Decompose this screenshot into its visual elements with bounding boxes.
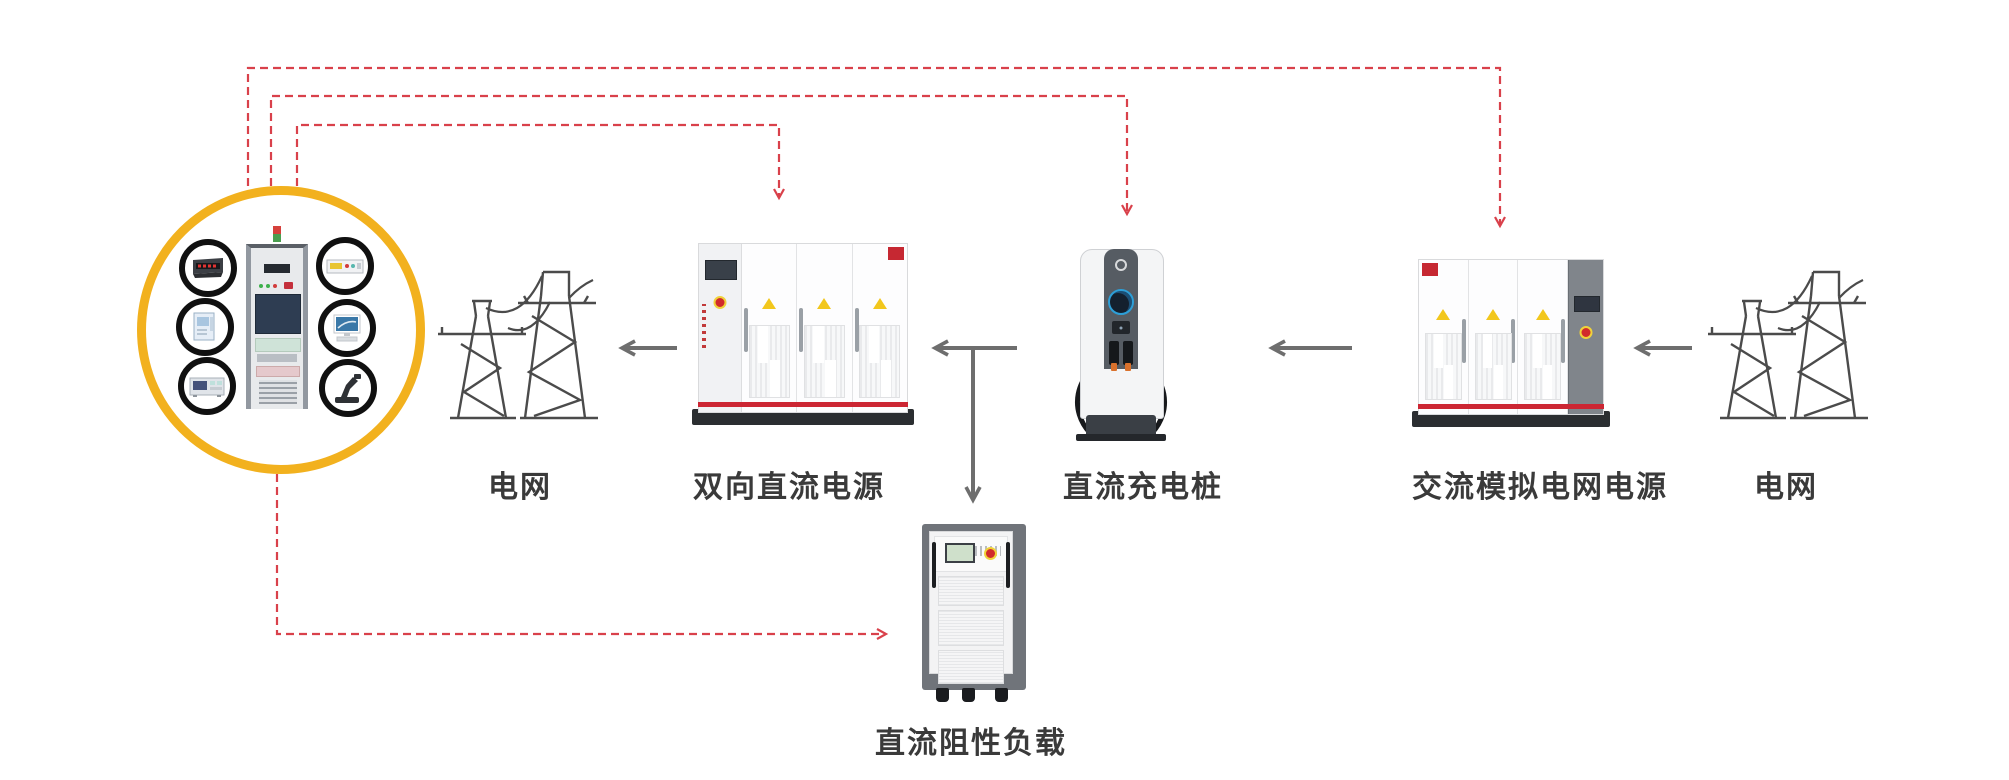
cabinet-red-stripe bbox=[1418, 404, 1604, 409]
label-grid-right: 电网 bbox=[1754, 471, 1818, 504]
door-vent bbox=[859, 325, 901, 398]
label-grid-left: 电网 bbox=[488, 471, 552, 504]
cabinet-body bbox=[698, 243, 908, 413]
cabinet-display bbox=[1574, 296, 1600, 312]
rack-keyboard-panel bbox=[256, 366, 300, 377]
emergency-stop-button bbox=[984, 547, 997, 560]
rack-drawer bbox=[257, 354, 297, 362]
measure-line-to-bidirectional-dc bbox=[295, 123, 785, 201]
measurement-lines bbox=[246, 66, 1506, 640]
lamp-green bbox=[273, 234, 281, 242]
wide-source-meter-icon bbox=[316, 237, 374, 295]
measure-line-to-resistive-load bbox=[275, 474, 889, 640]
load-vent-panel bbox=[938, 610, 1004, 646]
control-rack-icon bbox=[246, 244, 308, 409]
charging-gun-holsters bbox=[1106, 341, 1136, 371]
bidirectional-dc-supply-cabinet bbox=[692, 243, 914, 425]
load-control-panel bbox=[934, 536, 1008, 572]
cabinet-door bbox=[797, 244, 853, 412]
brand-logo bbox=[1422, 263, 1438, 276]
pile-logo bbox=[1115, 259, 1127, 271]
dc-resistive-load-cabinet bbox=[922, 524, 1026, 702]
power-grid-towers-left-icon bbox=[428, 258, 603, 424]
cabinet-red-stripe bbox=[698, 402, 908, 407]
door-handle bbox=[799, 307, 804, 352]
rack-green-panel bbox=[255, 338, 301, 352]
warning-triangle-icon bbox=[1535, 309, 1550, 321]
load-vent-panel bbox=[938, 576, 1004, 606]
dc-charging-pile bbox=[1072, 249, 1170, 441]
label-bidirectional-dc: 双向直流电源 bbox=[693, 471, 885, 504]
door-vent bbox=[803, 325, 846, 398]
warning-triangle-icon bbox=[817, 297, 832, 309]
label-dc-resistive-load: 直流阻性负载 bbox=[875, 727, 1067, 760]
load-vent-panel bbox=[938, 650, 1004, 684]
door-vent bbox=[1524, 333, 1562, 400]
ac-grid-simulator-cabinet bbox=[1412, 259, 1610, 427]
cabinet-door bbox=[1419, 260, 1469, 414]
bench-multimeter-icon bbox=[178, 357, 236, 415]
caster-wheel bbox=[936, 688, 949, 702]
cabinet-door bbox=[742, 244, 798, 412]
measure-line-to-ac-simulator bbox=[246, 66, 1506, 229]
cabinet-body bbox=[1418, 259, 1604, 415]
load-lcd-display bbox=[945, 543, 975, 563]
door-handle bbox=[1461, 318, 1466, 363]
pile-center-panel bbox=[1104, 249, 1138, 371]
door-handle bbox=[744, 307, 748, 352]
cabinet-control-column bbox=[1568, 260, 1604, 414]
load-handle-right bbox=[1006, 542, 1010, 588]
caster-wheel bbox=[962, 688, 975, 702]
warning-triangle-icon bbox=[1436, 309, 1451, 321]
power-meter-icon bbox=[179, 239, 237, 297]
calibrator-icon bbox=[176, 298, 234, 356]
emergency-stop-button bbox=[1579, 326, 1593, 339]
door-handle bbox=[854, 307, 859, 352]
cabinet-door bbox=[1468, 260, 1519, 414]
brand-logo bbox=[888, 247, 904, 260]
emergency-stop-button bbox=[713, 296, 727, 309]
pile-camera bbox=[1112, 321, 1130, 334]
door-handle bbox=[1511, 318, 1516, 363]
cabinet-base bbox=[1412, 411, 1610, 427]
door-vent bbox=[1474, 333, 1512, 400]
computer-icon bbox=[318, 299, 376, 357]
label-dc-charging-pile: 直流充电桩 bbox=[1063, 471, 1223, 504]
pile-round-display bbox=[1108, 289, 1134, 315]
signal-tower-lamp-icon bbox=[273, 226, 281, 244]
door-vent bbox=[748, 325, 790, 398]
cabinet-base bbox=[692, 409, 914, 425]
rack-main-screen bbox=[255, 294, 301, 334]
warning-triangle-icon bbox=[1486, 309, 1500, 321]
warning-triangle-icon bbox=[762, 297, 777, 309]
rack-indicators bbox=[259, 282, 299, 289]
rack-vent bbox=[259, 380, 297, 404]
door-vent bbox=[1424, 333, 1462, 400]
pile-base-plate bbox=[1076, 434, 1166, 441]
cabinet-display bbox=[705, 260, 737, 280]
label-ac-grid-simulator: 交流模拟电网电源 bbox=[1412, 471, 1668, 504]
cabinet-door bbox=[1518, 260, 1569, 414]
load-front-panel bbox=[929, 531, 1013, 684]
load-handle-left bbox=[932, 542, 936, 588]
cabinet-control-column bbox=[699, 244, 742, 412]
warning-triangle-icon bbox=[872, 297, 887, 309]
measure-line-to-charging-pile bbox=[269, 94, 1133, 217]
rack-display bbox=[264, 264, 290, 273]
robot-arm-icon bbox=[319, 359, 377, 417]
cabinet-door bbox=[852, 244, 907, 412]
caster-wheel bbox=[995, 688, 1008, 702]
power-flow-lines bbox=[618, 339, 1692, 504]
door-handle bbox=[1561, 318, 1566, 363]
power-grid-towers-right-icon bbox=[1698, 258, 1873, 424]
lamp-red bbox=[273, 226, 281, 234]
side-logo-text bbox=[702, 304, 706, 348]
